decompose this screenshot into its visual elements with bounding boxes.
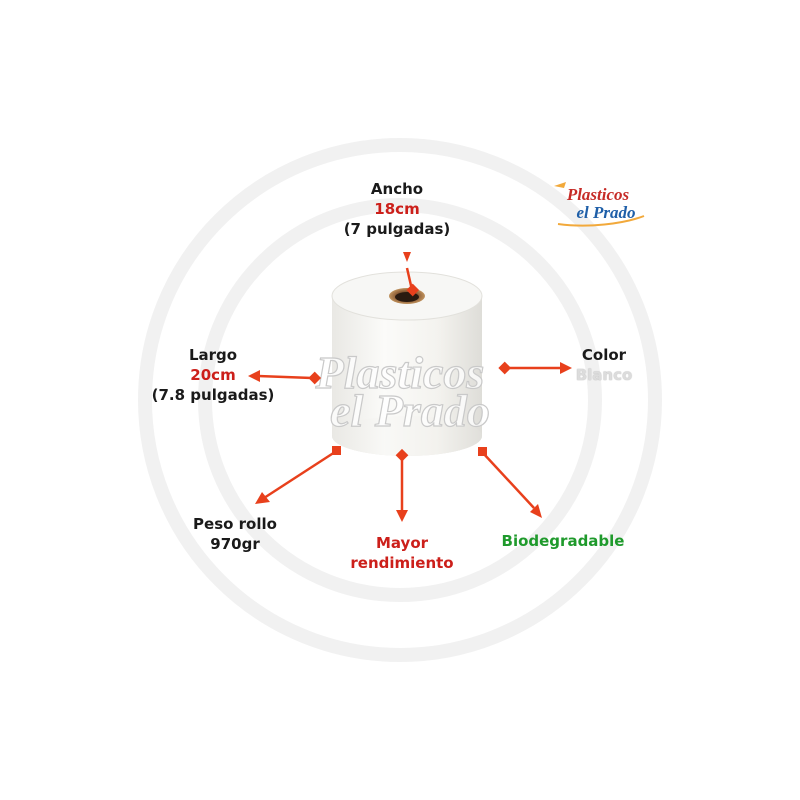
arrow-biodegradable [478, 447, 542, 518]
rendimiento-line2: rendimiento [350, 554, 454, 572]
ancho-title: Ancho [370, 180, 424, 198]
arrow-rendimiento [395, 448, 409, 522]
largo-sub: (7.8 pulgadas) [151, 386, 275, 404]
arrow-peso [255, 446, 341, 504]
brand-logo-graphic: Plasticos el Prado [554, 182, 645, 227]
logo-text-line1: Plasticos [566, 185, 630, 204]
label-ancho: Ancho 18cm (7 pulgadas) [322, 179, 472, 239]
biodegradable-text: Biodegradable [501, 532, 625, 550]
label-color: Color Blanco [556, 345, 652, 385]
color-value: Blanco [575, 366, 633, 384]
watermark: Plasticos el Prado [314, 346, 490, 436]
largo-title: Largo [188, 346, 238, 364]
rendimiento-line1: Mayor [375, 534, 429, 552]
ancho-sub: (7 pulgadas) [343, 220, 451, 238]
background-rings [138, 138, 662, 662]
logo-text-line2: el Prado [576, 203, 635, 222]
color-title: Color [581, 346, 627, 364]
label-peso: Peso rollo 970gr [170, 514, 300, 554]
label-rendimiento: Mayor rendimiento [322, 533, 482, 573]
ancho-value: 18cm [374, 200, 420, 218]
label-biodegradable: Biodegradable [488, 531, 638, 551]
paper-roll [331, 271, 483, 456]
largo-value: 20cm [190, 366, 236, 384]
peso-title: Peso rollo [193, 515, 277, 533]
peso-value: 970gr [210, 535, 260, 553]
arrow-color [498, 361, 572, 375]
svg-text:Plasticos: Plasticos [315, 347, 485, 398]
arrow-largo [248, 370, 322, 385]
brand-logo: Plasticos el Prado [548, 180, 648, 228]
svg-text:el Prado: el Prado [330, 385, 490, 436]
callout-arrows [248, 252, 572, 522]
arrow-ancho [403, 252, 420, 297]
label-largo: Largo 20cm (7.8 pulgadas) [138, 345, 288, 405]
